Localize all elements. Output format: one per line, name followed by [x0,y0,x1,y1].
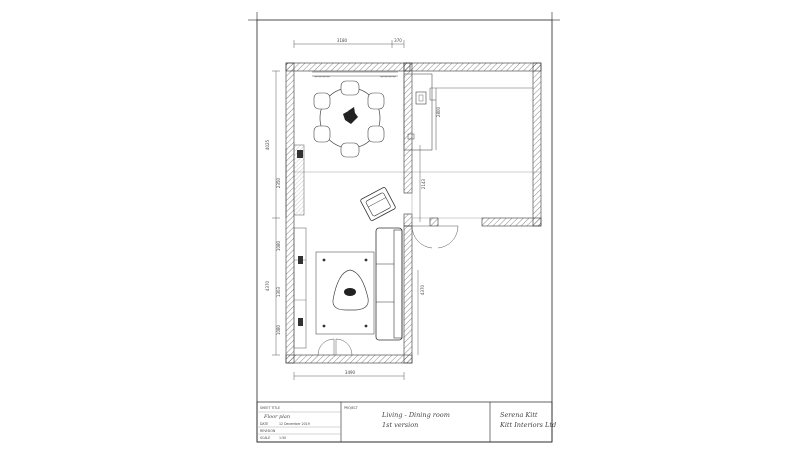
window-top [312,71,398,78]
dining-chair [313,80,385,158]
dimension-kitchen: 2800 [436,106,441,117]
dimension-left-lower-bottom: 1080 [276,324,281,335]
designer-line-1: Serena Kitt [500,411,538,419]
dining-set [313,80,385,158]
kitchen-area [403,70,534,219]
walls [285,62,542,364]
left-shelving [293,144,307,349]
dimension-left-lower-total: 4370 [265,280,270,291]
dimension-top-main: 3180 [337,38,348,43]
title-block [256,401,553,443]
dimension-left-total: 4025 [265,139,270,150]
designer-line-2: Kitt Interiors Ltd [499,421,556,429]
bowl-icon [344,288,356,296]
armchair [360,187,396,221]
date-label: DATE [260,422,268,426]
dimension-left-lower-mid: 1303 [276,286,281,297]
dimension-left-upper: 2350 [276,177,281,188]
coffee-table [322,258,369,328]
date-value: 12 December 2019 [279,422,310,426]
balcony-door [317,338,353,356]
sink-icon [415,91,427,105]
rug [315,251,375,335]
project-line-1: Living - Dining room [381,411,450,419]
dimension-bottom: 3490 [345,370,356,375]
dimension-left-mid: 1080 [276,240,281,251]
plant-icon [298,318,303,326]
sofa [375,227,403,341]
dimension-top-small: 370 [394,38,402,43]
revision-label: REVISION [260,429,276,433]
dimension-right-lower: 4370 [420,284,425,295]
tap-icon [407,133,415,140]
plant-icon [297,150,303,158]
sheet-title-label: SHEET TITLE [260,406,280,410]
plant-icon [298,256,303,264]
project-label: PROJECT [344,406,358,410]
sheet-title: Floor plan [263,414,290,420]
project-line-2: 1st version [382,421,418,429]
centerpiece-icon [343,107,358,124]
scale-label: SCALE [260,436,270,440]
scale-value: 1:50 [279,436,286,440]
dimension-lines [272,40,421,380]
entry-door [411,225,459,249]
dimension-right-upper: 2143 [421,178,426,189]
